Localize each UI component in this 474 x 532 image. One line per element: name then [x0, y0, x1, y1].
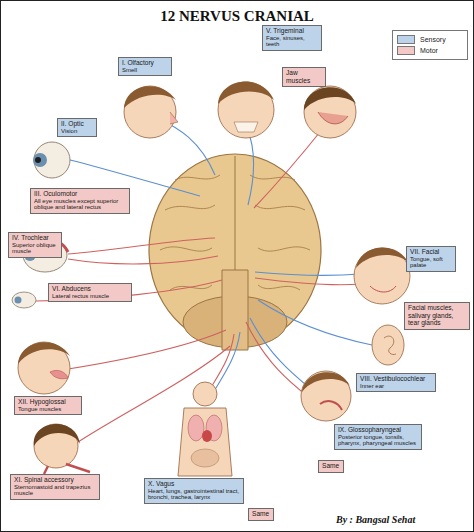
pupil [35, 157, 41, 163]
head [18, 342, 70, 394]
motor-box: VI. AbducensLateral rectus muscle [48, 283, 132, 302]
nerve-name: X. Vagus [148, 480, 240, 488]
nerve-name: V. Trigeminal [266, 27, 318, 35]
nerve-name: Same [252, 510, 270, 518]
brainstem [222, 270, 248, 350]
head [354, 248, 410, 304]
nerve-function: Face, sinuses, teeth [266, 35, 318, 49]
sensory-box: I. OlfactorySmell [118, 57, 172, 76]
legend-text: Motor [420, 47, 438, 54]
head [304, 86, 356, 138]
hair [302, 372, 350, 392]
motor-box: Facial muscles, salivary glands, tear gl… [404, 302, 470, 330]
nerve-lines [36, 118, 372, 446]
legend-text: Sensory [420, 36, 446, 43]
nerve-name: Jaw muscles [286, 69, 322, 84]
legend-swatch [397, 46, 415, 55]
hair [304, 87, 356, 110]
motor-box: XI. Spinal accessorySternomastoid and tr… [10, 474, 100, 500]
motor-box: Same [318, 460, 344, 473]
iris [15, 297, 22, 304]
facial-motor-nerve [255, 278, 362, 285]
head [218, 82, 274, 138]
nerve-function: Heart, lungs, gastrointestinal tract, br… [148, 488, 240, 502]
inner-ear [384, 336, 396, 354]
nerve-function: Smell [122, 67, 168, 74]
hair [218, 82, 274, 104]
trochlear-nerve [68, 256, 218, 264]
lung [188, 415, 204, 441]
nerve-function: Superior oblique muscle [12, 242, 58, 256]
sensory-box: X. VagusHeart, lungs, gastrointestinal t… [144, 478, 244, 504]
iris [33, 153, 47, 167]
motor-box: Jaw muscles [282, 67, 326, 87]
sensory-box: VIII. VestibulocochlearInner ear [356, 373, 436, 392]
nerve-name: VIII. Vestibulocochlear [360, 375, 432, 383]
nose [170, 112, 178, 124]
nerve-name: Facial muscles, salivary glands, tear gl… [408, 304, 466, 327]
nerve-function: Posterior tongue, tonsils, pharynx, phar… [338, 434, 418, 448]
torso [178, 408, 232, 476]
neck-muscle [44, 464, 90, 474]
accessory-nerve [72, 346, 230, 446]
facial-sensory-nerve [255, 272, 360, 275]
jaw-muscle [318, 112, 348, 124]
head [193, 382, 217, 406]
head [301, 371, 351, 421]
hair [124, 86, 176, 108]
tongue [50, 370, 68, 378]
legend-box: SensoryMotor [392, 30, 468, 60]
nerve-name: VII. Facial [410, 248, 452, 256]
nerve-function: All eye muscles except superior oblique … [34, 198, 126, 212]
pharynx [320, 401, 342, 410]
hair [34, 424, 80, 446]
diagram-title: 12 NERVUS CRANIAL [100, 8, 374, 25]
hypoglossal-nerve [62, 330, 226, 370]
nerve-name: I. Olfactory [122, 59, 168, 67]
oculomotor-nerve [68, 238, 215, 254]
nerve-name: III. Oculomotor [34, 190, 126, 198]
stomach [191, 449, 219, 467]
nerve-name: IX. Glossopharyngeal [338, 426, 418, 434]
nerve-function: Tongue, soft palate [410, 256, 452, 270]
legend-row: Sensory [397, 34, 463, 45]
sensory-box: V. TrigeminalFace, sinuses, teeth [262, 25, 322, 51]
hair [356, 248, 408, 268]
nerve-name: XII. Hypoglossal [18, 398, 78, 406]
sensory-box: IX. GlossopharyngealPosterior tongue, to… [334, 424, 422, 450]
legend-row: Motor [397, 45, 463, 56]
heart [202, 430, 212, 442]
mouth [370, 286, 396, 292]
nerve-name: XI. Spinal accessory [14, 476, 96, 484]
motor-box: III. OculomotorAll eye muscles except su… [30, 188, 130, 214]
sensory-box: II. OpticVision [57, 118, 97, 137]
nerve-function: Lateral rectus muscle [52, 293, 128, 300]
teeth [234, 122, 258, 132]
eyeball [34, 142, 70, 178]
nerve-function: Inner ear [360, 383, 432, 390]
trigeminal-sensory-nerve [247, 128, 253, 205]
eyeball [12, 292, 36, 308]
nerve-name: IV. Trochlear [12, 234, 58, 242]
ear [372, 325, 404, 365]
credit-text: By : Bangsal Sehat [336, 514, 470, 525]
legend-swatch [397, 35, 415, 44]
motor-box: IV. TrochlearSuperior oblique muscle [8, 232, 62, 258]
nerve-function: Sternomastoid and trapezius muscle [14, 484, 96, 498]
nerve-name: VI. Abducens [52, 285, 128, 293]
hair [18, 342, 70, 364]
head [124, 86, 176, 138]
nerve-function: Vision [61, 128, 93, 135]
motor-box: Same [248, 508, 274, 521]
nerve-function: Tongue muscles [18, 406, 78, 413]
vestibulocochlear-nerve [258, 300, 372, 345]
motor-box: XII. HypoglossalTongue muscles [14, 396, 82, 415]
sensory-box: VII. FacialTongue, soft palate [406, 246, 456, 272]
nerve-name: II. Optic [61, 120, 93, 128]
nerve-name: Same [322, 462, 340, 470]
